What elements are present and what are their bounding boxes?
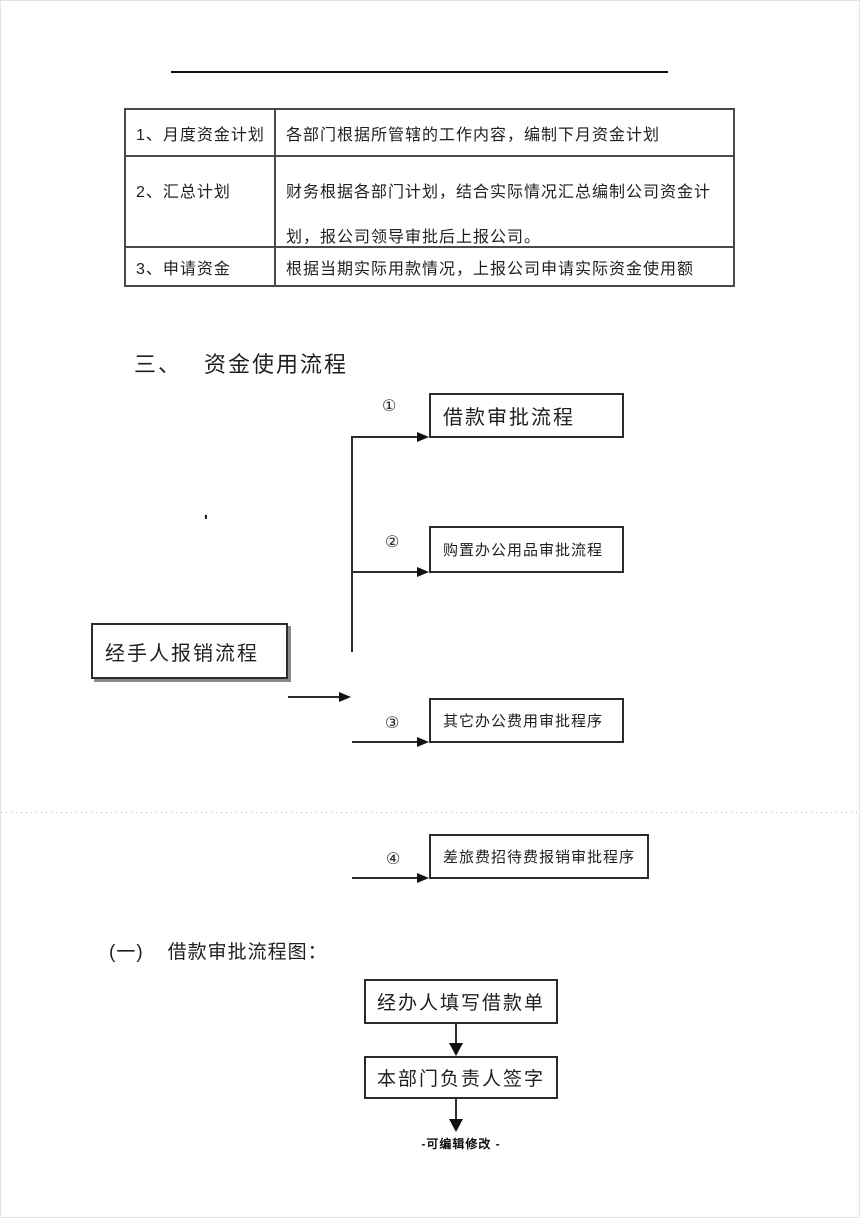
flow-step-label: 本部门负责人签字 [376, 1069, 545, 1090]
flow-box-label: 差旅费招待费报销审批程序 [443, 849, 636, 866]
header-rule [171, 71, 668, 73]
arrow-shaft [455, 1024, 457, 1046]
flow-box-label: 借款审批流程 [443, 407, 575, 429]
flow-box-office-supplies: 购置办公用品审批流程 [429, 526, 624, 573]
table-cell-label: 1、月度资金计划 [126, 110, 276, 155]
table-cell-line: 财务根据各部门计划，结合实际情况汇总编制公司资金计 [286, 184, 712, 201]
branch-marker-2: ② [385, 534, 400, 551]
section-title: 资金使用流程 [204, 352, 349, 377]
branch-marker-3: ③ [385, 715, 400, 732]
flow-box-label: 购置办公用品审批流程 [443, 542, 604, 559]
arrow-shaft [288, 696, 340, 698]
stray-mark: ' [204, 513, 208, 530]
table-row: 2、汇总计划 财务根据各部门计划，结合实际情况汇总编制公司资金计 划，报公司领导… [126, 155, 733, 246]
connector-vertical-line [351, 438, 353, 652]
flow-box-handler-reimbursement: 经手人报销流程 [91, 623, 288, 679]
table-cell-label: 3、申请资金 [126, 248, 276, 285]
arrow-right-icon [417, 567, 429, 577]
section-number: 三、 [134, 352, 183, 377]
flow-box-label: 其它办公费用审批程序 [443, 713, 604, 730]
table-cell-content: 各部门根据所管辖的工作内容，编制下月资金计划 [286, 126, 661, 144]
funding-plan-table: 1、月度资金计划 各部门根据所管辖的工作内容，编制下月资金计划 2、汇总计划 财… [124, 108, 735, 287]
section-heading: 三、 资金使用流程 [134, 347, 348, 379]
arrow-right-icon [417, 737, 429, 747]
arrow-down-icon [449, 1119, 463, 1132]
arrow-shaft [351, 571, 419, 573]
table-cell-label: 2、汇总计划 [126, 157, 276, 246]
editable-note: -可编辑修改 - [421, 1137, 501, 1151]
branch-marker-1: ① [382, 398, 397, 415]
subsection-number: (一) [109, 942, 144, 963]
arrow-right-icon [339, 692, 351, 702]
table-cell-line: 划，报公司领导审批后上报公司。 [286, 229, 542, 246]
flow-box-travel-entertainment: 差旅费招待费报销审批程序 [429, 834, 649, 879]
table-row: 3、申请资金 根据当期实际用款情况，上报公司申请实际资金使用额 [126, 246, 733, 285]
flow-step-label: 经办人填写借款单 [376, 993, 545, 1014]
flow-box-borrow-approval: 借款审批流程 [429, 393, 624, 438]
flow-step-fill-borrow-form: 经办人填写借款单 [364, 979, 558, 1024]
arrow-shaft [352, 877, 418, 879]
arrow-right-icon [417, 432, 429, 442]
flow-box-label: 经手人报销流程 [105, 642, 259, 665]
branch-marker-4: ④ [386, 851, 401, 868]
arrow-shaft [352, 741, 418, 743]
arrow-down-icon [449, 1043, 463, 1056]
table-cell-content: 财务根据各部门计划，结合实际情况汇总编制公司资金计 划，报公司领导审批后上报公司… [276, 157, 733, 246]
flow-box-other-office-expense: 其它办公费用审批程序 [429, 698, 624, 743]
arrow-shaft [351, 436, 419, 438]
arrow-right-icon [417, 873, 429, 883]
page-break-dotted-line [1, 812, 859, 813]
table-row: 1、月度资金计划 各部门根据所管辖的工作内容，编制下月资金计划 [126, 110, 733, 155]
subsection-heading: (一) 借款审批流程图： [109, 937, 328, 964]
table-cell-content: 根据当期实际用款情况，上报公司申请实际资金使用额 [286, 260, 695, 278]
arrow-shaft [455, 1099, 457, 1121]
flow-step-dept-head-sign: 本部门负责人签字 [364, 1056, 558, 1099]
subsection-title: 借款审批流程图： [167, 942, 328, 963]
